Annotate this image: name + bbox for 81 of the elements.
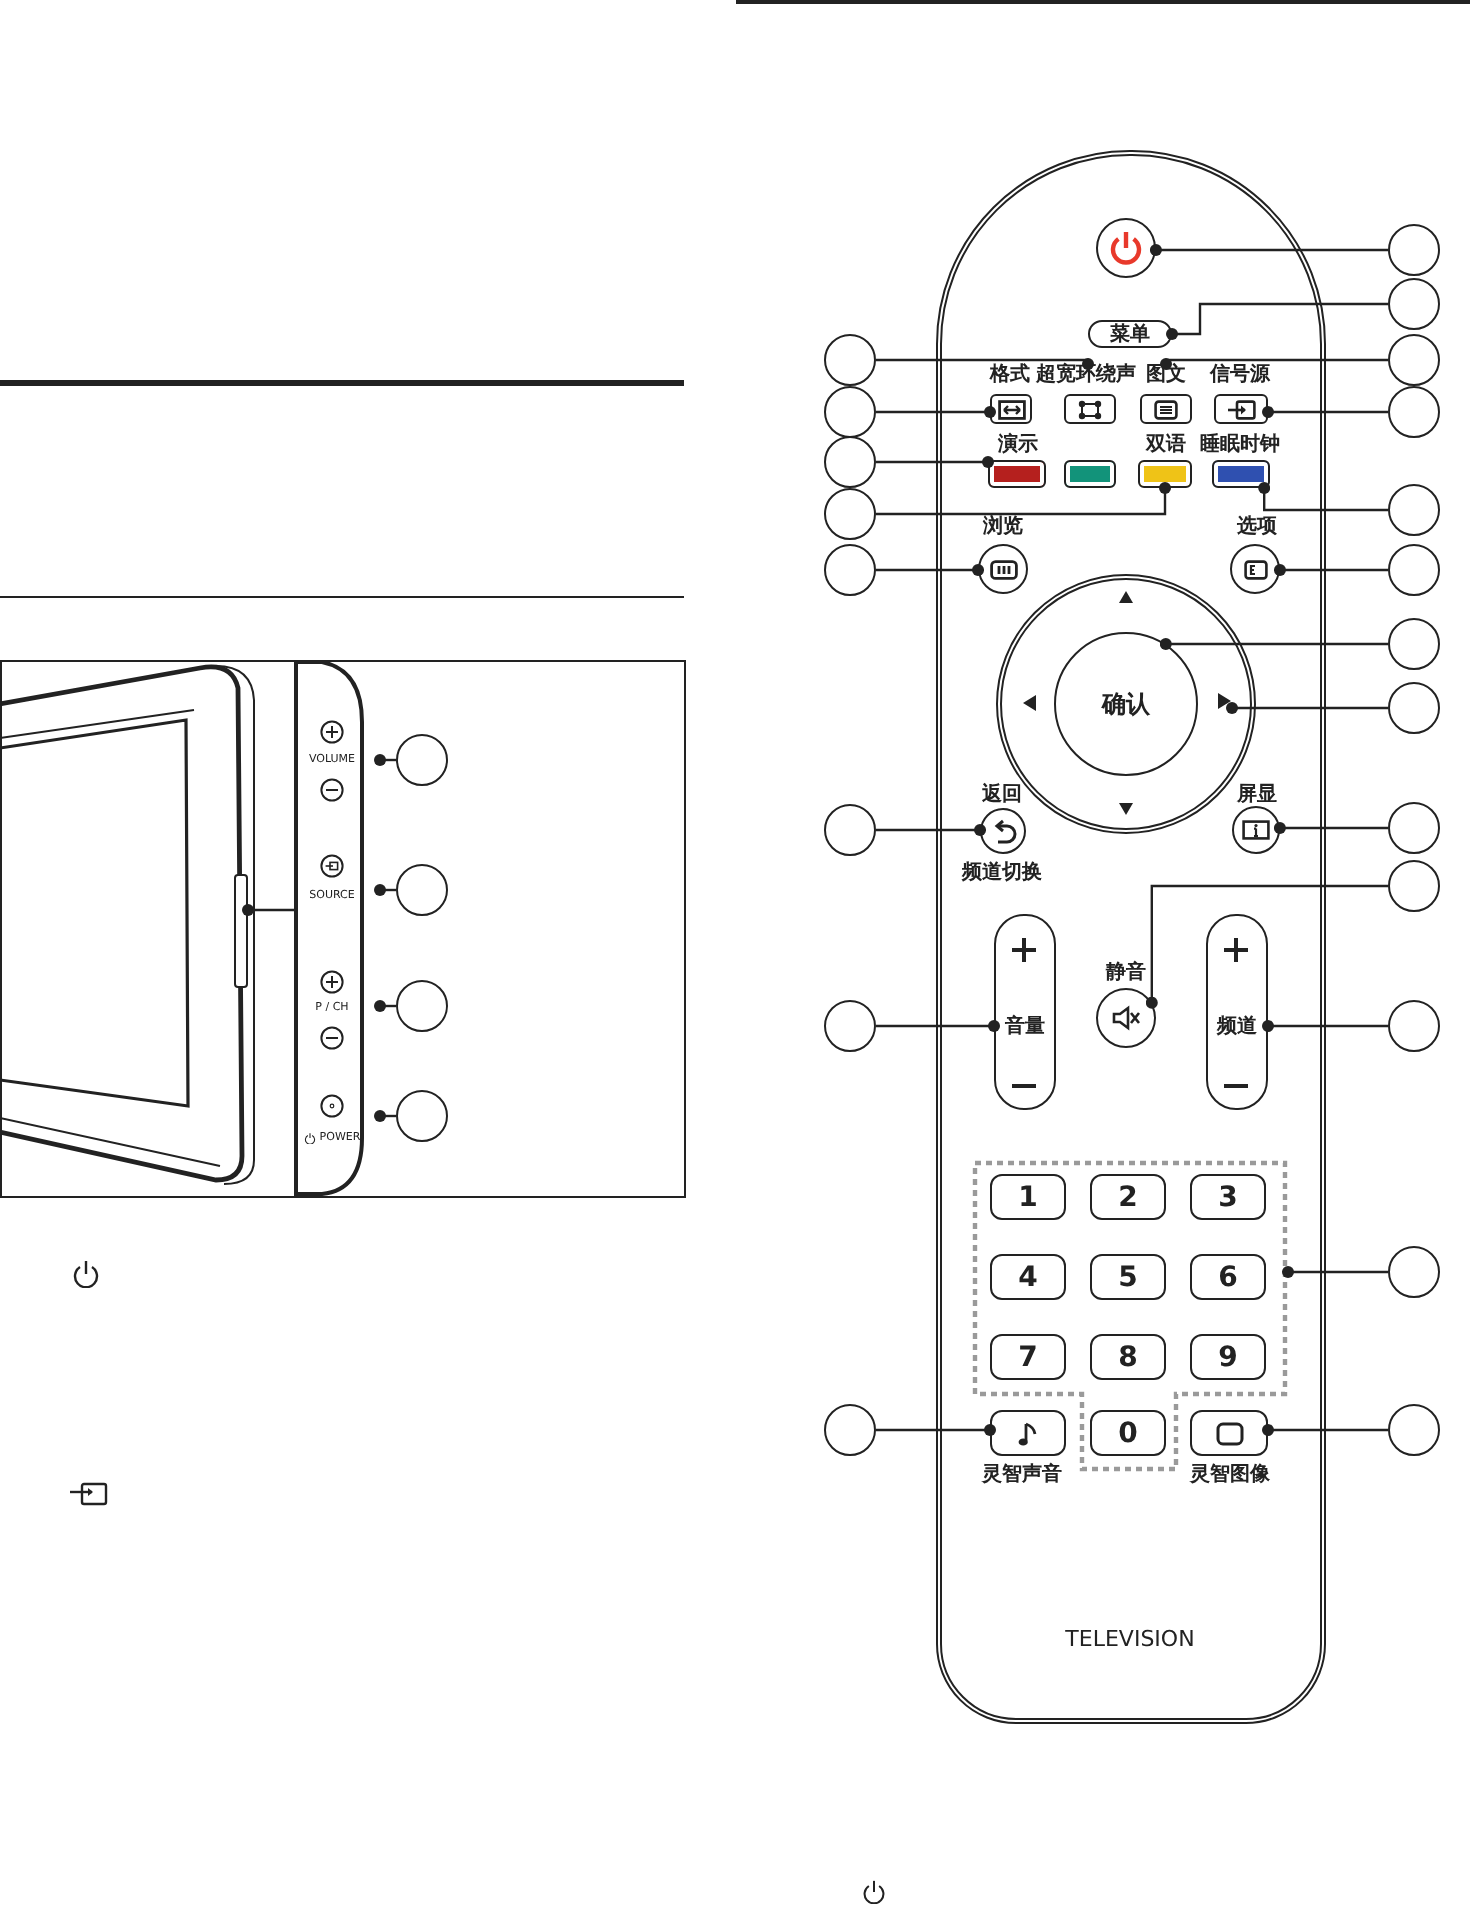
callout-circle — [1388, 1000, 1440, 1052]
leader-line — [876, 564, 984, 576]
leader-line — [876, 358, 1094, 370]
key-label: 频道切换 — [960, 862, 1044, 886]
leader-line — [1159, 638, 1388, 650]
callout-circle — [824, 804, 876, 856]
callout-circle — [824, 1404, 876, 1456]
callout-circle — [396, 734, 448, 786]
callout-circle — [1388, 484, 1440, 536]
leader-line — [242, 904, 294, 916]
leader-line — [1166, 302, 1388, 340]
callout-circle — [1388, 334, 1440, 386]
rocker-key: 音量 — [994, 914, 1056, 1110]
callout-circle — [1388, 1404, 1440, 1456]
callout-circle — [824, 544, 876, 596]
number-key: 0 — [1090, 1410, 1166, 1456]
key-label: 睡眠时钟 — [1200, 434, 1280, 458]
callout-circle — [824, 334, 876, 386]
callout-circle — [1388, 860, 1440, 912]
key-label: 双语 — [1143, 434, 1188, 458]
key-label: 返回 — [980, 784, 1024, 808]
callout-circle — [1388, 682, 1440, 734]
remote-control-body — [936, 150, 1326, 1724]
callout-circle — [824, 386, 876, 438]
leader-line — [1273, 822, 1388, 834]
number-key: 5 — [1090, 1254, 1166, 1300]
leader-line — [876, 1424, 996, 1436]
key-label: 灵智图像 — [1187, 1464, 1272, 1488]
number-key: 7 — [990, 1334, 1066, 1380]
color-key — [1064, 460, 1116, 488]
callout-circle — [1388, 386, 1440, 438]
side-button-strip — [234, 874, 248, 988]
number-key: 6 — [1190, 1254, 1266, 1300]
callout-circle — [396, 864, 448, 916]
callout-circle — [1388, 802, 1440, 854]
number-key: 1 — [990, 1174, 1066, 1220]
leader-line — [1145, 884, 1388, 1009]
leader-line — [1226, 702, 1388, 714]
callout-circle — [1388, 224, 1440, 276]
remote-label: TELEVISION — [1063, 1624, 1197, 1656]
number-key: 8 — [1090, 1334, 1166, 1380]
key-label: 选项 — [1235, 516, 1279, 540]
leader-line — [876, 824, 986, 836]
leader-line — [876, 456, 994, 468]
callout-circle — [1388, 278, 1440, 330]
key-label: 屏显 — [1235, 784, 1279, 808]
leader-line — [374, 1000, 396, 1012]
key-label: 灵智声音 — [979, 1464, 1064, 1488]
callout-circle — [1388, 1246, 1440, 1298]
key-label: 演示 — [996, 434, 1040, 458]
menu-button: 菜单 — [1088, 320, 1172, 348]
key-label: 信号源 — [1210, 364, 1270, 388]
callout-circle — [824, 488, 876, 540]
leader-line — [876, 1020, 1000, 1032]
rocker-key: 频道 — [1206, 914, 1268, 1110]
leader-line — [1160, 358, 1388, 370]
leader-line — [1149, 244, 1388, 256]
leader-line — [1262, 1424, 1388, 1436]
number-key: 9 — [1190, 1334, 1266, 1380]
leader-line — [374, 754, 396, 766]
leader-line — [1282, 1266, 1388, 1278]
key-label: 浏览 — [981, 516, 1025, 540]
ok-button: 确认 — [1054, 632, 1198, 776]
callout-circle — [1388, 618, 1440, 670]
number-key: 4 — [990, 1254, 1066, 1300]
leader-line — [876, 482, 1171, 516]
number-key: 3 — [1190, 1174, 1266, 1220]
key-label: 静音 — [1106, 962, 1146, 986]
leader-line — [1262, 1020, 1388, 1032]
callout-circle — [1388, 544, 1440, 596]
callout-circle — [824, 1000, 876, 1052]
callout-circle — [824, 436, 876, 488]
key-label: 格式 — [987, 364, 1032, 388]
callout-circle — [396, 980, 448, 1032]
leader-line — [1258, 482, 1388, 512]
leader-line — [374, 1110, 396, 1122]
leader-line — [876, 406, 996, 418]
power-button — [1096, 218, 1156, 278]
callout-circle — [396, 1090, 448, 1142]
leader-line — [374, 884, 396, 896]
number-key: 2 — [1090, 1174, 1166, 1220]
